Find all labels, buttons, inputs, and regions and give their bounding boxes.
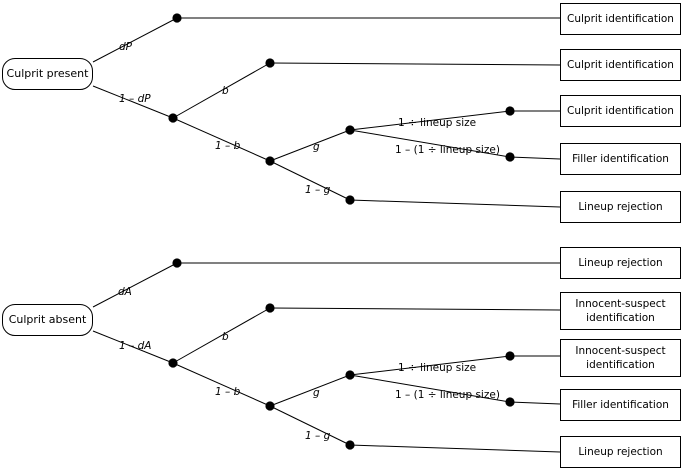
root-culprit-present: Culprit present (2, 58, 93, 90)
tree-node (345, 125, 355, 135)
outcome-edge (269, 307, 561, 311)
branch-label-not-b: 1 – b (215, 140, 241, 152)
branch-edge (92, 85, 174, 119)
branch-label-detect: dA (118, 286, 132, 298)
tree-node (505, 106, 515, 116)
branch-label-g: g (313, 387, 320, 399)
outcome-box: Culprit identification (560, 49, 681, 81)
tree-node (168, 113, 178, 123)
outcome-box: Culprit identification (560, 95, 681, 127)
outcome-box: Filler identification (560, 389, 681, 421)
branch-edge (269, 129, 351, 162)
branch-edge (269, 160, 351, 201)
tree-node (172, 258, 182, 268)
branch-label-not-detect: 1 – dA (119, 340, 152, 352)
outcome-edge (349, 444, 561, 453)
branch-edge (172, 62, 271, 119)
outcome-box: Innocent-suspect identification (560, 339, 681, 377)
branch-edge (172, 117, 271, 162)
branch-label-b: b (222, 331, 229, 343)
branch-edge (349, 110, 511, 131)
tree-node (265, 58, 275, 68)
tree-node (168, 358, 178, 368)
branch-edge (92, 17, 178, 63)
branch-label-chance: 1 ÷ lineup size (398, 362, 477, 374)
branch-label-not-b: 1 – b (215, 386, 241, 398)
outcome-edge (269, 62, 561, 66)
branch-label-not-chance: 1 – (1 ÷ lineup size) (395, 389, 500, 401)
tree-node (265, 156, 275, 166)
outcome-box: Filler identification (560, 143, 681, 175)
outcome-edge (349, 199, 561, 208)
branch-label-not-detect: 1 – dP (119, 93, 151, 105)
outcome-edge (509, 156, 561, 160)
branch-label-not-chance: 1 – (1 ÷ lineup size) (395, 144, 500, 156)
branch-edge (92, 262, 178, 308)
branch-label-g: g (313, 141, 320, 153)
tree-node (345, 370, 355, 380)
branch-edge (172, 362, 271, 407)
branch-edge (172, 307, 271, 364)
tree-node (265, 401, 275, 411)
branch-edge (349, 374, 511, 403)
branch-edge (349, 355, 511, 376)
branch-label-detect: dP (119, 41, 132, 53)
outcome-box: Lineup rejection (560, 436, 681, 468)
outcome-edge (509, 401, 561, 405)
branch-edge (349, 129, 511, 158)
tree-node (505, 152, 515, 162)
branch-label-not-g: 1 – g (305, 430, 331, 442)
tree-node (265, 303, 275, 313)
tree-node (172, 13, 182, 23)
branch-edge (269, 374, 351, 407)
branch-label-chance: 1 ÷ lineup size (398, 117, 477, 129)
tree-node (505, 397, 515, 407)
outcome-box: Culprit identification (560, 3, 681, 35)
branch-label-b: b (222, 85, 229, 97)
tree-node (505, 351, 515, 361)
outcome-box: Lineup rejection (560, 247, 681, 279)
branch-edge (92, 330, 174, 364)
tree-node (345, 195, 355, 205)
tree-node (345, 440, 355, 450)
outcome-box: Lineup rejection (560, 191, 681, 223)
branch-edge (269, 405, 351, 446)
outcome-box: Innocent-suspect identification (560, 292, 681, 330)
branch-label-not-g: 1 – g (305, 184, 331, 196)
root-culprit-absent: Culprit absent (2, 304, 93, 336)
